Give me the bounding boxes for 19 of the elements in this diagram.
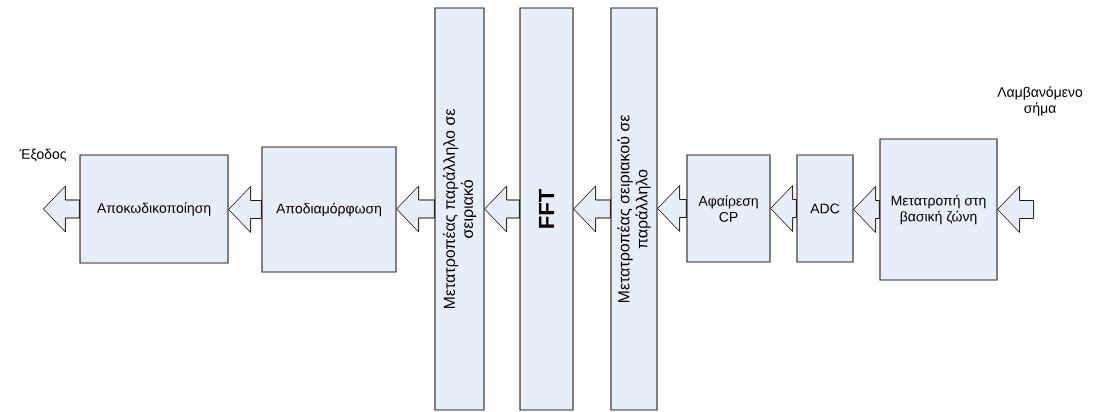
block-arrow xyxy=(42,185,80,233)
block-arrow xyxy=(396,185,435,233)
block-arrow xyxy=(573,185,611,233)
block-arrow xyxy=(853,186,880,233)
process-box: Αποδιαμόρφωση xyxy=(261,146,397,273)
signal-label: Λαμβανόμενο σήμα xyxy=(997,86,1083,116)
signal-label: Έξοδος xyxy=(19,148,67,162)
process-bar: Μετατροπέας σειριακού σε παράλληλο xyxy=(610,7,658,411)
process-box: Αφαίρεση CP xyxy=(686,154,771,263)
process-box: Αποκωδικοποίηση xyxy=(79,154,229,264)
block-arrow xyxy=(657,185,687,232)
block-arrow xyxy=(228,186,262,233)
process-box: Μετατροπή στη βασική ζώνη xyxy=(879,138,998,281)
block-arrow xyxy=(770,185,797,232)
block-arrow xyxy=(484,185,520,233)
process-bar: FFT xyxy=(519,7,574,411)
process-bar: Μετατροπέας παράλληλο σε σειριακό xyxy=(434,7,485,411)
process-box: ADC xyxy=(796,154,854,263)
block-arrow xyxy=(997,186,1035,233)
